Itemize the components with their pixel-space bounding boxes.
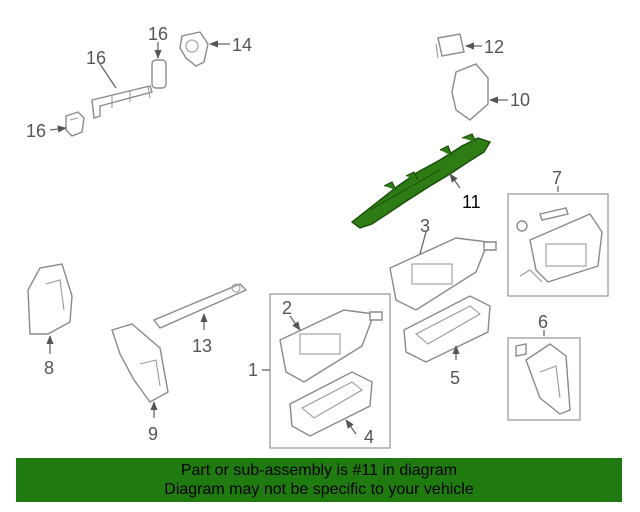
callout-11: 11: [462, 192, 481, 212]
part-7-group-box: [507, 193, 609, 297]
part-9-trim: [111, 323, 169, 403]
part-6-trim: [515, 343, 571, 415]
part-15-frame: [91, 85, 153, 119]
part-10-cover: [451, 63, 489, 121]
callout-16a: 16: [26, 121, 46, 141]
part-11-highlighted: [350, 133, 492, 229]
callout-12: 12: [484, 37, 504, 57]
callout-15: 16: [86, 48, 106, 68]
callout-16b: 16: [148, 24, 168, 44]
callout-14: 14: [232, 35, 252, 55]
info-banner: Part or sub-assembly is #11 in diagram D…: [16, 458, 622, 502]
part-13-strip: [152, 283, 248, 329]
callout-5: 5: [450, 368, 460, 388]
part-14-module: [179, 31, 209, 67]
part-16-switch: [151, 59, 167, 89]
callout-6: 6: [538, 312, 548, 332]
part-12-bracket: [435, 33, 465, 59]
callout-3: 3: [420, 216, 430, 236]
callout-2: 2: [282, 298, 292, 318]
part-5-frame: [403, 295, 491, 363]
part-2-panel: [279, 309, 383, 383]
banner-line-2: Diagram may not be specific to your vehi…: [164, 481, 474, 498]
callout-7: 7: [552, 168, 562, 188]
part-8-trim: [27, 263, 73, 335]
callout-1: 1: [248, 360, 258, 380]
callout-13: 13: [192, 336, 212, 356]
callout-9: 9: [148, 424, 158, 444]
part-6-group-box: [507, 337, 581, 421]
part-1-group-box: [269, 293, 391, 449]
callout-8: 8: [44, 358, 54, 378]
part-7-panel: [516, 207, 603, 283]
part-3-panel: [389, 237, 497, 311]
part-4-frame: [289, 371, 373, 437]
banner-line-1: Part or sub-assembly is #11 in diagram: [180, 462, 458, 479]
callout-10: 10: [510, 90, 530, 110]
callout-4: 4: [364, 427, 374, 447]
part-16-left-bracket: [65, 111, 85, 137]
